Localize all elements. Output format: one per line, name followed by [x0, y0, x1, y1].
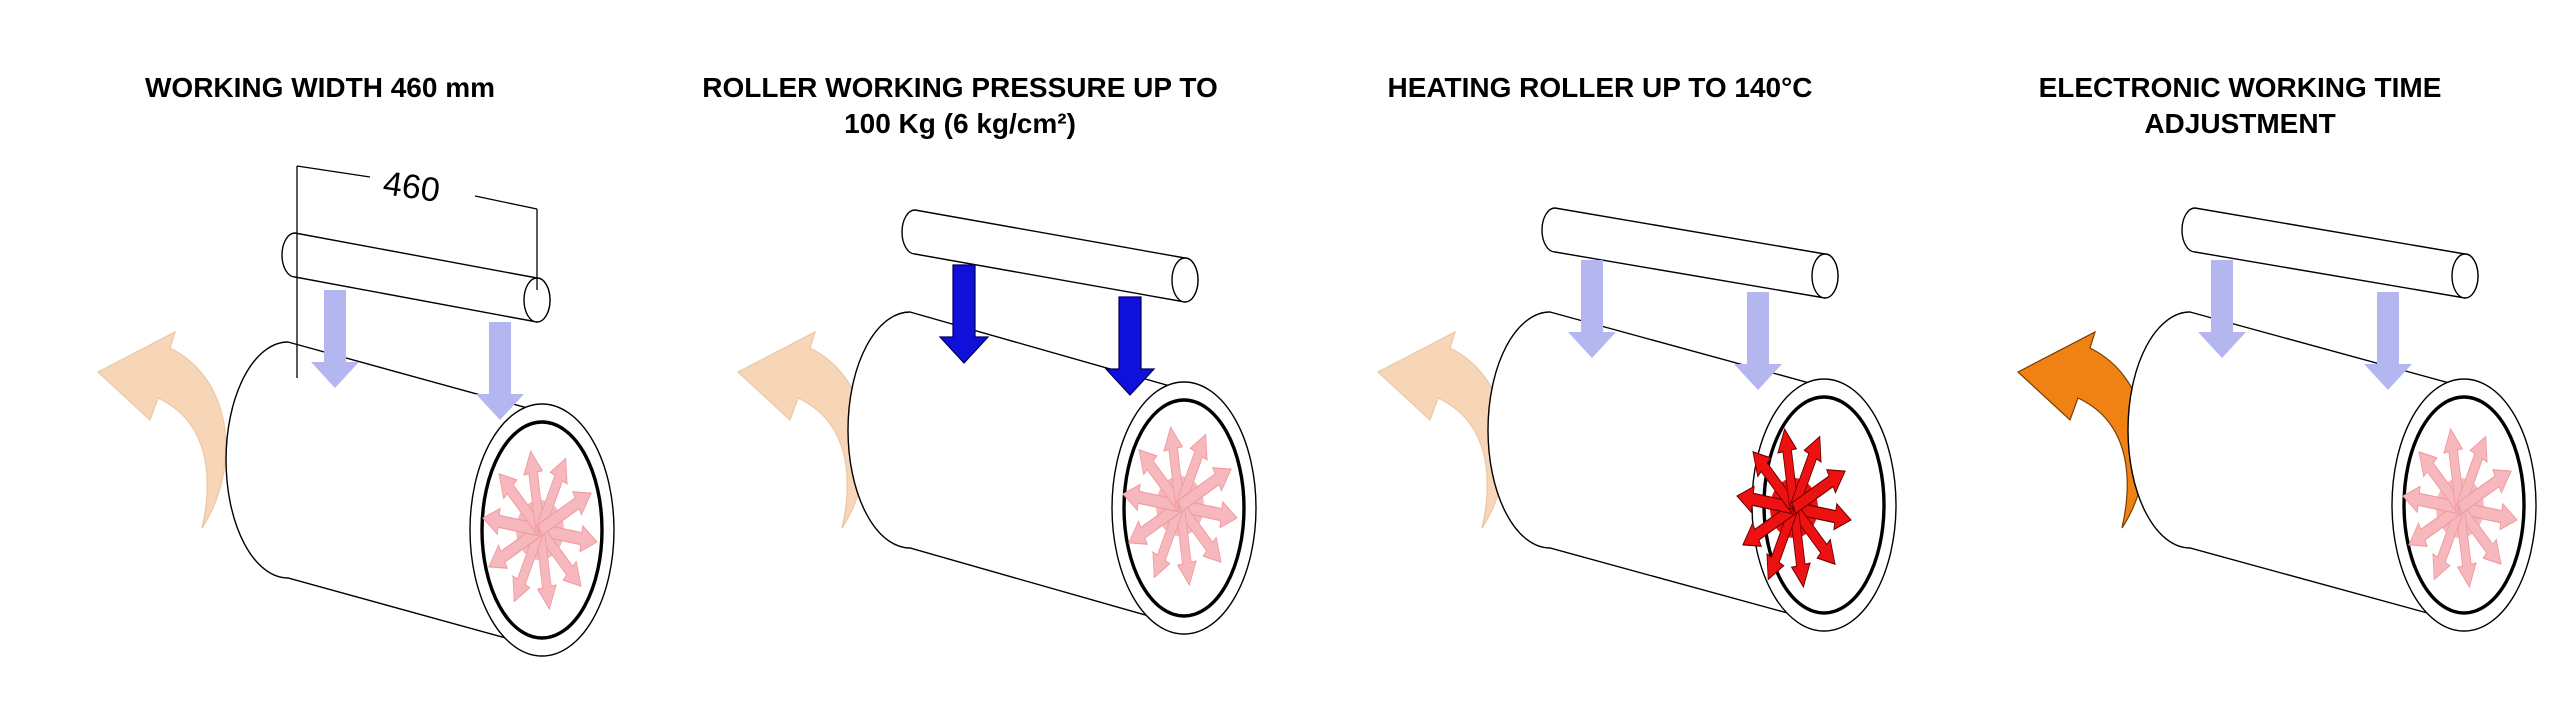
panel-title: ROLLER WORKING PRESSURE UP TO 100 Kg (6 …: [650, 70, 1270, 142]
panel-title: WORKING WIDTH 460 mm: [10, 70, 630, 106]
title-line: ADJUSTMENT: [2144, 108, 2336, 139]
rotation-arrow-icon: [2016, 330, 2147, 529]
panel-heating-roller: HEATING ROLLER UP TO 140°C: [1280, 0, 1920, 717]
heat-radiation-icon: [1122, 425, 1238, 587]
pressure-roller: [901, 209, 1199, 303]
roller-diagram: 460: [96, 164, 615, 657]
dimension-label: 460: [381, 164, 442, 210]
title-line: 100 Kg (6 kg/cm²): [844, 108, 1076, 139]
pressure-arrow-icon: [476, 322, 524, 420]
pressure-roller: [281, 232, 551, 323]
pressure-arrow-icon: [2198, 260, 2246, 358]
roller-assembly: [1376, 207, 1897, 632]
heating-drum: [847, 311, 1185, 627]
roller-diagram: [1376, 207, 1897, 632]
heat-arrow: [1791, 469, 1846, 515]
rotation-arrow-icon: [736, 330, 867, 529]
panel-time-adjustment: ELECTRONIC WORKING TIME ADJUSTMENT: [1920, 0, 2560, 717]
heating-drum: [1487, 311, 1825, 624]
roller-diagram: [2016, 207, 2537, 632]
pressure-roller-end: [1171, 257, 1199, 303]
rotation-arrow-icon: [1376, 330, 1507, 529]
roller-assembly: [736, 209, 1257, 635]
pressure-roller-end: [1811, 253, 1839, 299]
pressure-arrow-icon: [1568, 260, 1616, 358]
title-line: ELECTRONIC WORKING TIME: [2038, 72, 2442, 103]
rotation-arrow-icon: [96, 330, 227, 529]
panel-roller-pressure: ROLLER WORKING PRESSURE UP TO 100 Kg (6 …: [640, 0, 1280, 717]
heat-radiation-icon: [2402, 427, 2518, 589]
pressure-arrow-icon: [938, 264, 990, 364]
dimension-line-top-right: [474, 195, 538, 210]
panel-title: HEATING ROLLER UP TO 140°C: [1290, 70, 1910, 106]
pressure-arrow-icon: [1734, 292, 1782, 390]
roller-assembly: [96, 232, 615, 657]
roller-diagram: [736, 209, 1257, 635]
heat-radiation-icon: [482, 449, 598, 611]
heating-drum: [2127, 311, 2465, 624]
heat-arrow: [2457, 469, 2512, 515]
title-line: WORKING WIDTH 460 mm: [144, 72, 496, 103]
width-dimension: 460: [296, 164, 538, 378]
pressure-arrow-icon: [311, 290, 359, 388]
title-line: HEATING ROLLER UP TO 140°C: [1387, 72, 1813, 103]
pressure-arrow-icon: [1104, 296, 1156, 396]
pressure-arrow-icon: [2364, 292, 2412, 390]
dimension-line-top-left: [296, 165, 371, 178]
pressure-roller-end: [2451, 253, 2479, 299]
panel-working-width: WORKING WIDTH 460 mm 460: [0, 0, 640, 717]
heat-arrow: [1177, 467, 1232, 513]
roller-assembly: [2016, 207, 2537, 632]
heat-arrow: [537, 491, 592, 537]
title-line: ROLLER WORKING PRESSURE UP TO: [702, 72, 1218, 103]
panel-title: ELECTRONIC WORKING TIME ADJUSTMENT: [1930, 70, 2550, 142]
heating-drum: [225, 341, 543, 649]
heat-radiation-icon: [1736, 427, 1852, 589]
